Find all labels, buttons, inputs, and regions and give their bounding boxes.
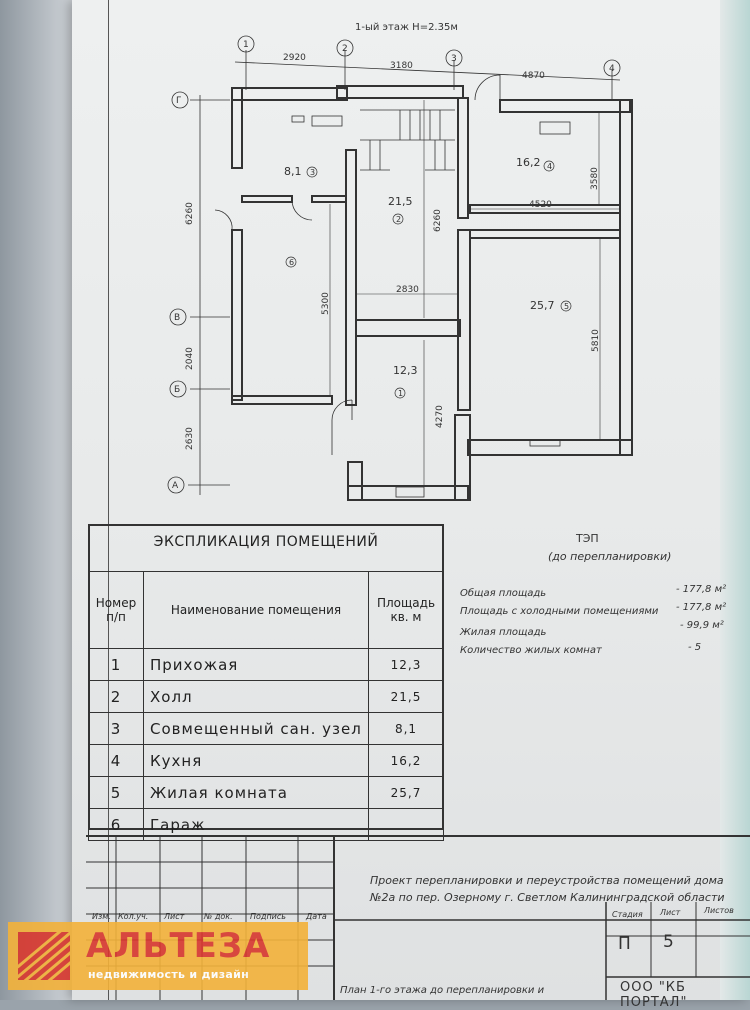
stamp-column-label: № док. — [204, 912, 233, 921]
tep-value: - 99,9 м² — [680, 620, 724, 631]
explication-title: ЭКСПЛИКАЦИЯ ПОМЕЩЕНИЙ — [153, 534, 379, 550]
row-area: 12,3 — [368, 648, 444, 681]
row-area: 16,2 — [368, 744, 444, 777]
stage-value: П — [618, 934, 631, 954]
tep-value: - 177,8 м² — [676, 602, 727, 613]
room-number-label: 3 — [310, 168, 315, 177]
svg-text:5: 5 — [564, 302, 569, 311]
logo-tagline: недвижимость и дизайн — [88, 968, 250, 981]
stamp-column-label: Подпись — [250, 912, 286, 921]
svg-text:2: 2 — [396, 215, 401, 224]
svg-text:А: А — [172, 481, 179, 491]
svg-text:4270: 4270 — [435, 405, 445, 428]
logo-name: АЛЬТЕЗА — [86, 926, 271, 966]
svg-text:4: 4 — [547, 162, 552, 171]
svg-text:4870: 4870 — [522, 71, 545, 81]
svg-text:4: 4 — [609, 64, 615, 74]
svg-text:2040: 2040 — [185, 347, 195, 370]
svg-text:6260: 6260 — [185, 202, 195, 225]
table-row: 3 Совмещенный сан. узел 8,1 — [88, 712, 444, 745]
tep-title: ТЭП — [576, 532, 599, 545]
tep-subtitle: (до перепланировки) — [548, 550, 672, 563]
svg-text:1: 1 — [398, 389, 403, 398]
plan-caption: План 1-го этажа до перепланировки и — [340, 985, 545, 996]
stage-label: Стадия — [612, 910, 643, 919]
svg-text:5300: 5300 — [321, 292, 331, 315]
svg-text:21,5: 21,5 — [388, 195, 413, 208]
table-header-row: Номер п/п Наименование помещения Площадь… — [88, 571, 444, 649]
tep-label: Жилая площадь — [460, 627, 547, 638]
sheet-value: 5 — [663, 932, 674, 952]
explication-table: ЭКСПЛИКАЦИЯ ПОМЕЩЕНИЙ Номер п/п Наименов… — [88, 524, 444, 841]
stamp-column-label: Кол.уч. — [118, 912, 149, 921]
tep-label: Количество жилых комнат — [460, 645, 602, 656]
tep-label: Площадь с холодными помещениями — [460, 606, 659, 617]
plan-title: 1-ый этаж Н=2.35м — [355, 22, 458, 33]
header-area: Площадь кв. м — [368, 571, 444, 649]
frame-border-line — [108, 0, 109, 1000]
logo-mark-icon — [18, 932, 70, 980]
sheet-label: Лист — [660, 908, 681, 917]
row-number: 2 — [88, 680, 144, 713]
row-area: 25,7 — [368, 776, 444, 809]
row-name: Жилая комната — [143, 776, 369, 809]
svg-text:3180: 3180 — [390, 61, 413, 71]
row-name: Совмещенный сан. узел — [143, 712, 369, 745]
stamp-column-label: Дата — [306, 912, 327, 921]
stamp-column-label: Лист — [164, 912, 185, 921]
project-description: Проект перепланировки и переустройства п… — [370, 874, 725, 904]
header-number: Номер п/п — [88, 571, 144, 649]
row-name: Кухня — [143, 744, 369, 777]
svg-text:16,2: 16,2 — [516, 156, 541, 169]
stamp-column-label: Изм. — [92, 912, 111, 921]
table-row: 1 Прихожая 12,3 — [88, 648, 444, 681]
table-row: 2 Холл 21,5 — [88, 680, 444, 713]
row-area: 8,1 — [368, 712, 444, 745]
axis-marker-1 — [237, 35, 255, 53]
row-number: 4 — [88, 744, 144, 777]
svg-text:2830: 2830 — [396, 285, 419, 295]
header-name: Наименование помещения — [143, 571, 369, 649]
room-area-label: 8,1 — [284, 165, 302, 178]
svg-text:6260: 6260 — [433, 209, 443, 232]
tep-label: Общая площадь — [460, 588, 547, 599]
company-name: ООО "КБ ПОРТАЛ" — [620, 980, 688, 1010]
row-name: Прихожая — [143, 648, 369, 681]
axis-label-top: 1 — [243, 40, 249, 50]
table-row: 4 Кухня 16,2 — [88, 744, 444, 777]
svg-text:25,7: 25,7 — [530, 299, 555, 312]
svg-text:2: 2 — [342, 44, 348, 54]
table-row: 5 Жилая комната 25,7 — [88, 776, 444, 809]
dim-top: 2920 — [283, 53, 306, 63]
floor-plan-drawing: 1 2 3 4 Г В Б А 2920 3180 4870 6260 2040… — [167, 35, 633, 501]
watermark-logo: АЛЬТЕЗА недвижимость и дизайн — [8, 922, 308, 990]
svg-text:В: В — [174, 313, 180, 323]
svg-text:4520: 4520 — [529, 200, 552, 210]
row-name: Холл — [143, 680, 369, 713]
row-number: 5 — [88, 776, 144, 809]
svg-text:12,3: 12,3 — [393, 364, 418, 377]
sheets-label: Листов — [704, 906, 734, 915]
tep-value: - 5 — [688, 642, 702, 653]
svg-text:Б: Б — [174, 385, 180, 395]
svg-text:2630: 2630 — [185, 427, 195, 450]
tep-value: - 177,8 м² — [676, 584, 727, 595]
explication-grid: Номер п/п Наименование помещения Площадь… — [88, 571, 444, 841]
row-area: 21,5 — [368, 680, 444, 713]
svg-text:3: 3 — [451, 54, 457, 64]
sheet-edge — [720, 0, 750, 1000]
svg-text:3580: 3580 — [590, 167, 600, 190]
row-number: 1 — [88, 648, 144, 681]
axis-label-left: Г — [176, 96, 182, 106]
row-number: 3 — [88, 712, 144, 745]
svg-text:5810: 5810 — [591, 329, 601, 352]
svg-text:6: 6 — [289, 258, 294, 267]
